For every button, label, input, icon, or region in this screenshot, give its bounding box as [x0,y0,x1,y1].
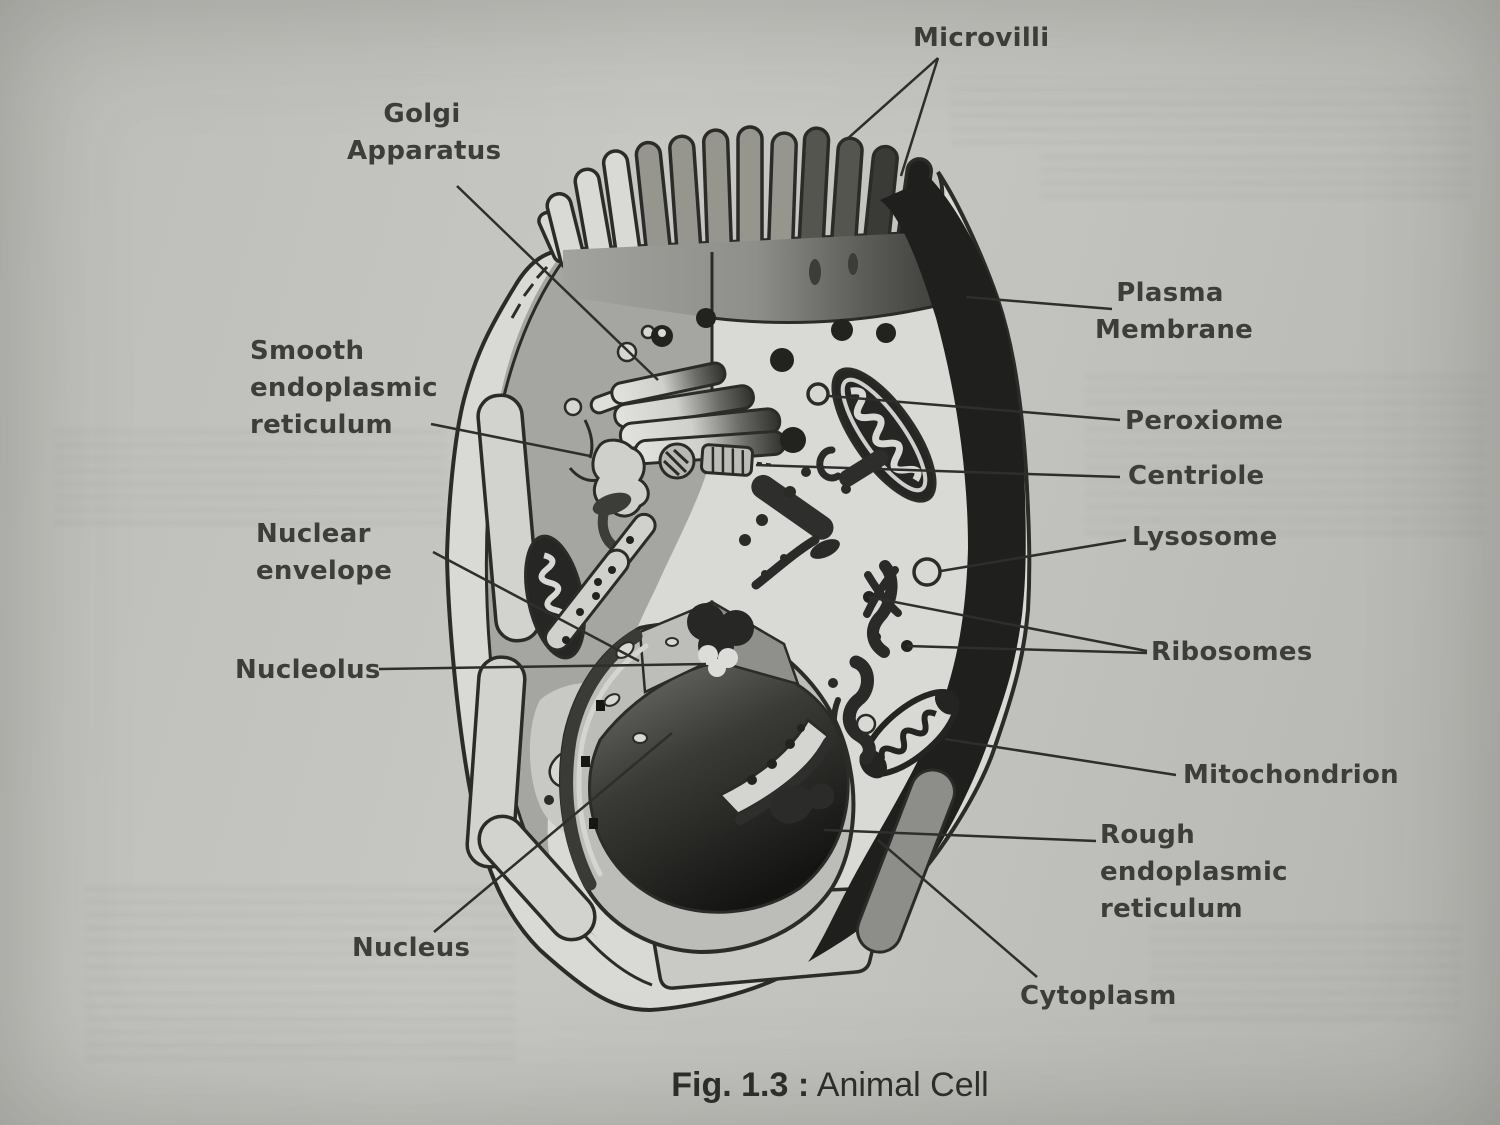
mitochondrion-drawing [859,689,960,779]
label-cytoplasm: Cytoplasm [1020,981,1177,1011]
leader-lines [378,57,1177,978]
smooth-er-drawing [591,438,650,553]
label-nucleus: Nucleus [352,933,471,963]
lysosome-drawing [912,557,942,587]
centriole-drawing [658,442,774,480]
label-mitochondrion: Mitochondrion [1183,760,1399,790]
nuclear-envelope-drawing [560,629,649,891]
label-nucleolus: Nucleolus [235,655,381,685]
label-nuclear-envelope: Nuclear envelope [256,519,393,586]
nucleolus-drawing [687,603,754,677]
figure-caption: Fig. 1.3 : Animal Cell [560,1066,1100,1105]
label-plasma-membrane: Plasma Membrane [1095,278,1254,345]
label-ribosomes: Ribosomes [1151,637,1313,667]
figure-caption-title: Animal Cell [816,1066,989,1104]
label-peroxiome: Peroxiome [1125,406,1284,436]
figure-caption-number: Fig. 1.3 : [671,1066,810,1104]
nucleus-drawing [543,512,856,955]
label-microvilli: Microvilli [913,23,1050,53]
rough-er-drawing [717,717,835,825]
label-lysosome: Lysosome [1132,522,1278,552]
plasma-membrane-drawing [808,178,1026,962]
rough-er-drawing [543,512,657,652]
nuclear-pores [603,637,679,744]
label-smooth-er: Smooth endoplasmic reticulum [250,336,438,440]
label-golgi-apparatus: Golgi Apparatus [347,99,502,166]
label-centriole: Centriole [1128,461,1265,491]
label-rough-er: Rough endoplasmic reticulum [1100,820,1288,924]
peroxisome-drawing [806,382,830,406]
membrane-rim-band [855,768,957,954]
